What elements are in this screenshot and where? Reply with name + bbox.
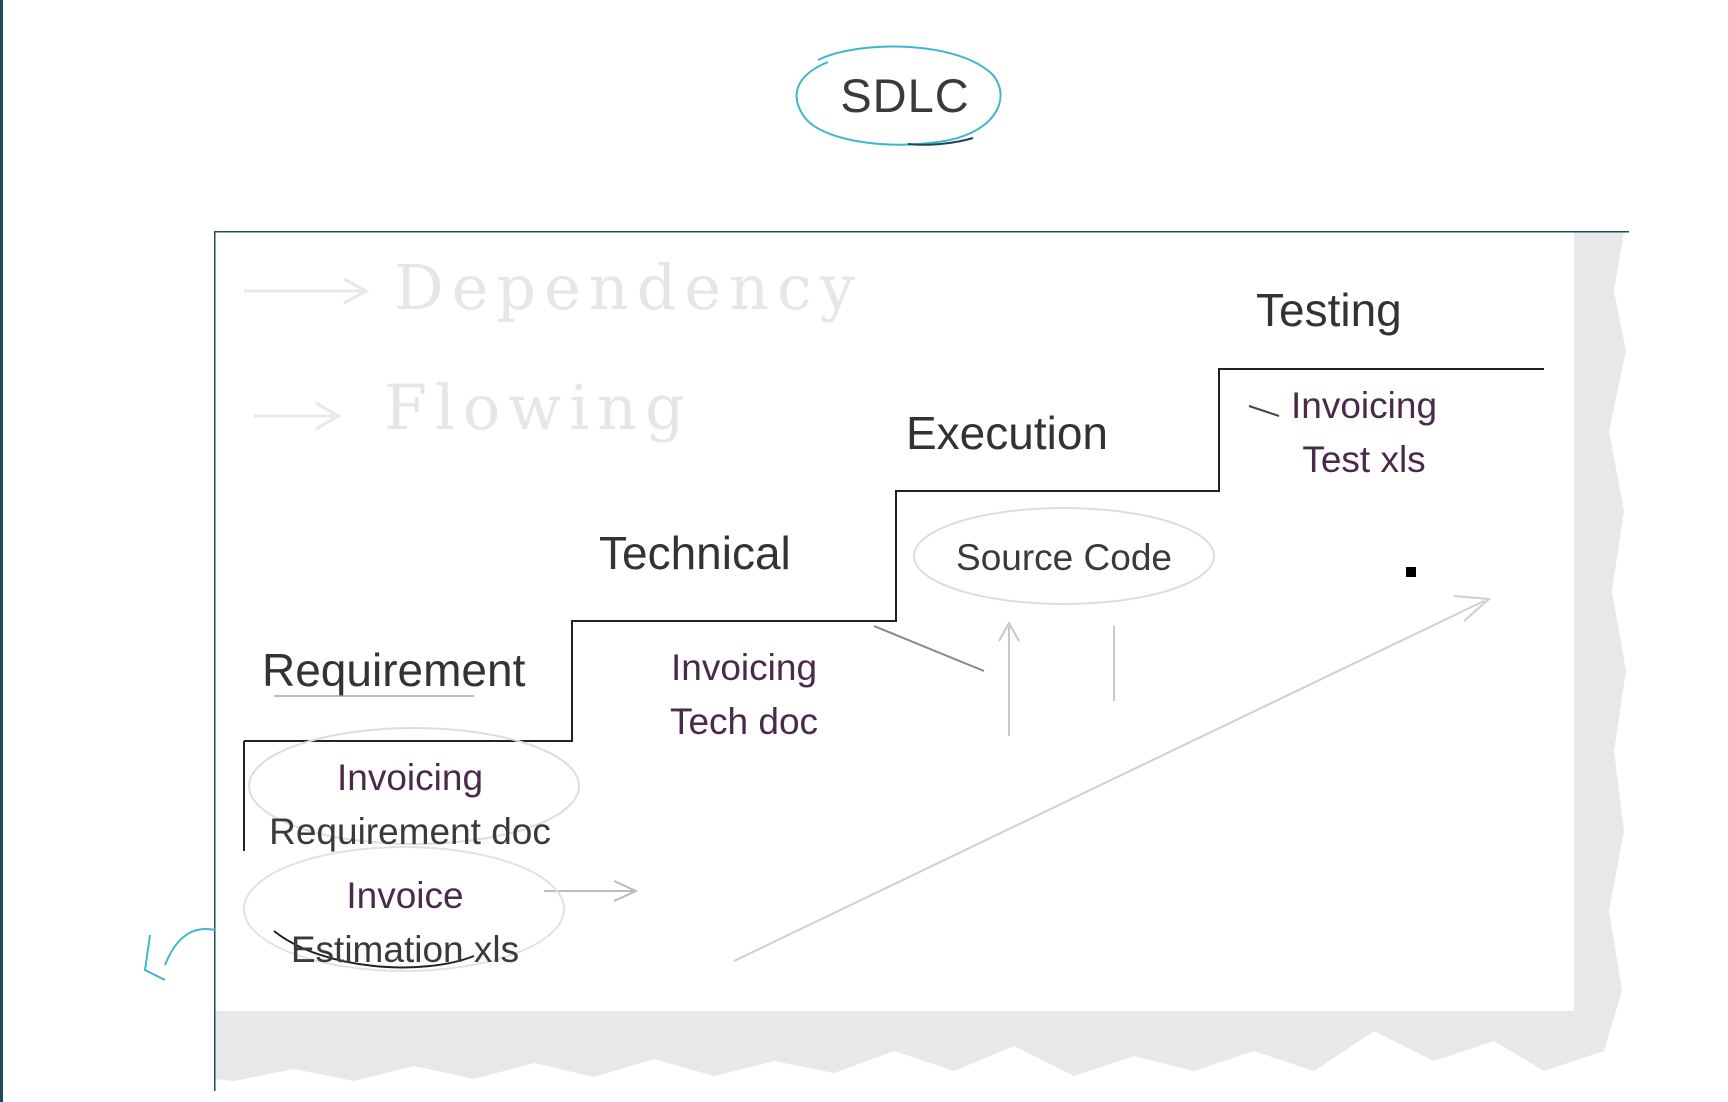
stage-technical: Technical: [599, 527, 791, 579]
stage-testing: Testing: [1256, 284, 1402, 336]
deliverable-estimation-line1: Invoice: [346, 875, 464, 916]
deliverable-estimation-line2: Estimation xls: [290, 929, 520, 970]
stage-requirement: Requirement: [262, 644, 526, 696]
deliverable-requirement-doc-line2: Requirement doc: [269, 811, 551, 852]
annotation-dependency: Dependency: [394, 251, 863, 324]
deliverable-tech-doc-line1: Invoicing: [670, 647, 818, 688]
deliverable-test-xls-line2: Test xls: [1302, 439, 1426, 480]
deliverable-source-code: Source Code: [956, 537, 1172, 578]
deliverable-test-xls-line1: Invoicing: [1290, 385, 1438, 426]
diagram-drawing: [214, 231, 1629, 1091]
annotation-flowing: Flowing: [384, 371, 693, 444]
deliverable-test-xls: Invoicing Test xls: [1214, 379, 1514, 487]
diagram-canvas: Dependency Flowing Requirement Technical…: [214, 231, 1629, 1091]
deliverable-tech-doc: Invoicing Tech doc: [594, 641, 894, 749]
title-ellipse: [795, 45, 1002, 146]
diagram-title: SDLC: [840, 69, 970, 122]
deliverable-estimation: Invoice Estimation xls: [250, 869, 560, 977]
deliverable-requirement-doc: Invoicing Requirement doc: [250, 751, 570, 859]
pen-stroke-left: [143, 928, 216, 981]
left-border-rule: [0, 0, 3, 1102]
deliverable-requirement-doc-line1: Invoicing: [336, 757, 484, 798]
stage-execution: Execution: [906, 407, 1109, 459]
deliverable-tech-doc-line2: Tech doc: [669, 701, 819, 742]
